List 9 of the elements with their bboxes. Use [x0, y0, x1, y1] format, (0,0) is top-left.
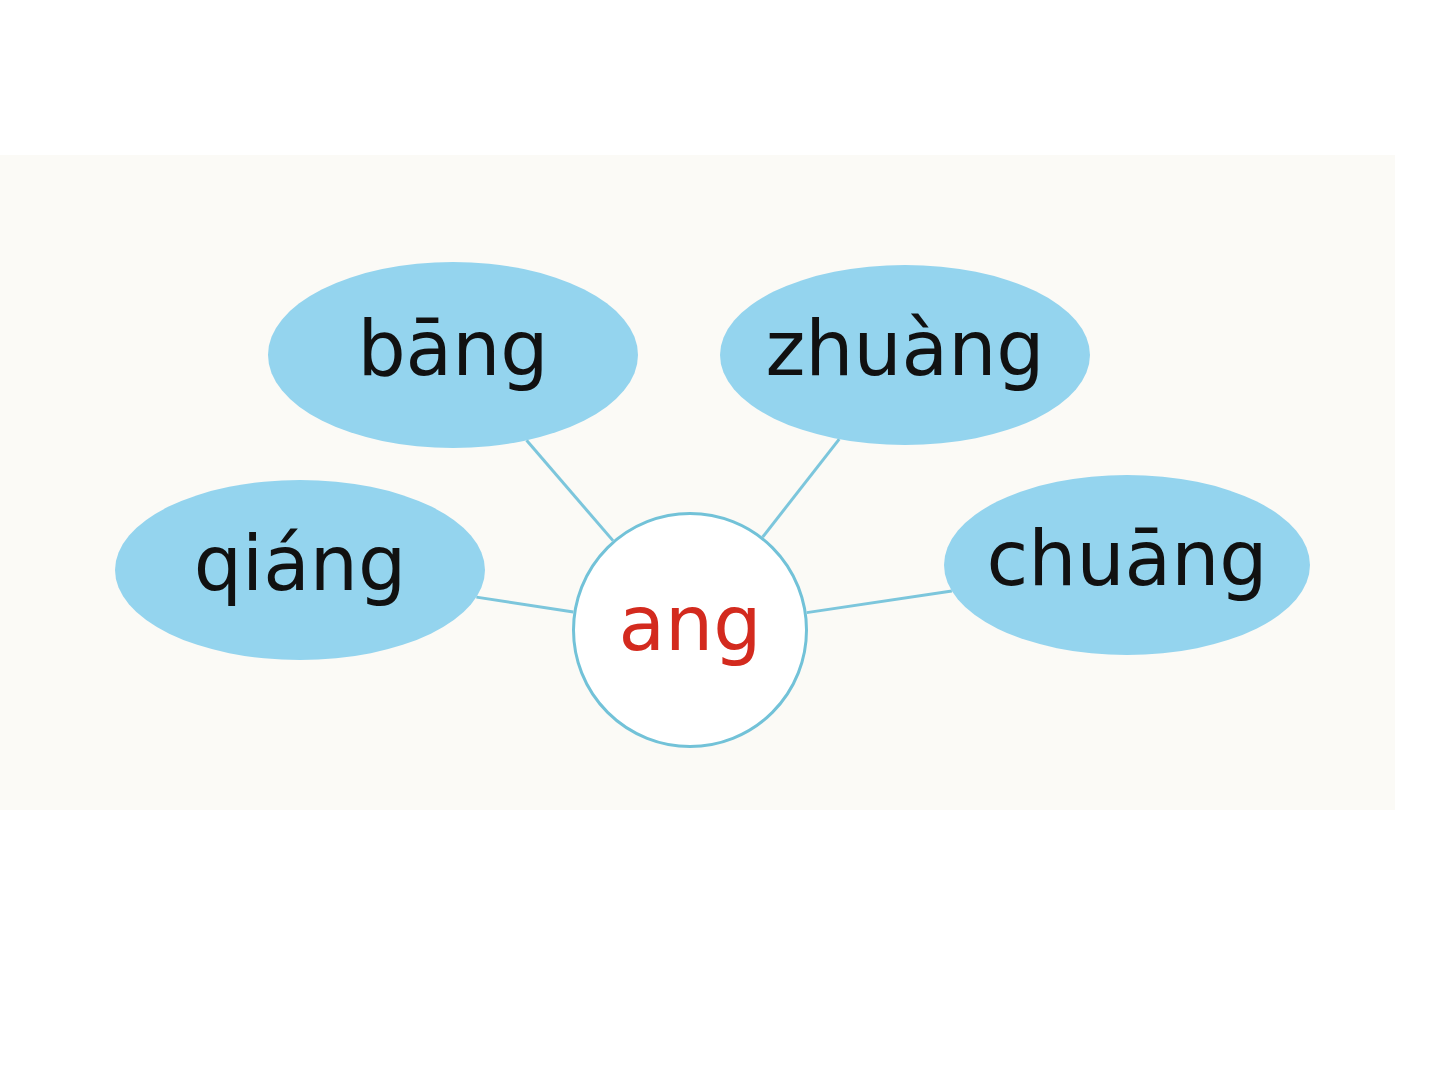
connector-line: [806, 589, 953, 615]
pinyin-text: chuāng: [986, 521, 1268, 605]
connector-line: [525, 439, 615, 542]
connector-line: [476, 595, 574, 614]
rhyme-text: ang: [618, 586, 762, 670]
pinyin-text: zhuàng: [765, 311, 1045, 395]
connector-line: [761, 438, 841, 538]
pinyin-text: qiáng: [193, 526, 407, 610]
pinyin-text: bāng: [357, 311, 549, 395]
